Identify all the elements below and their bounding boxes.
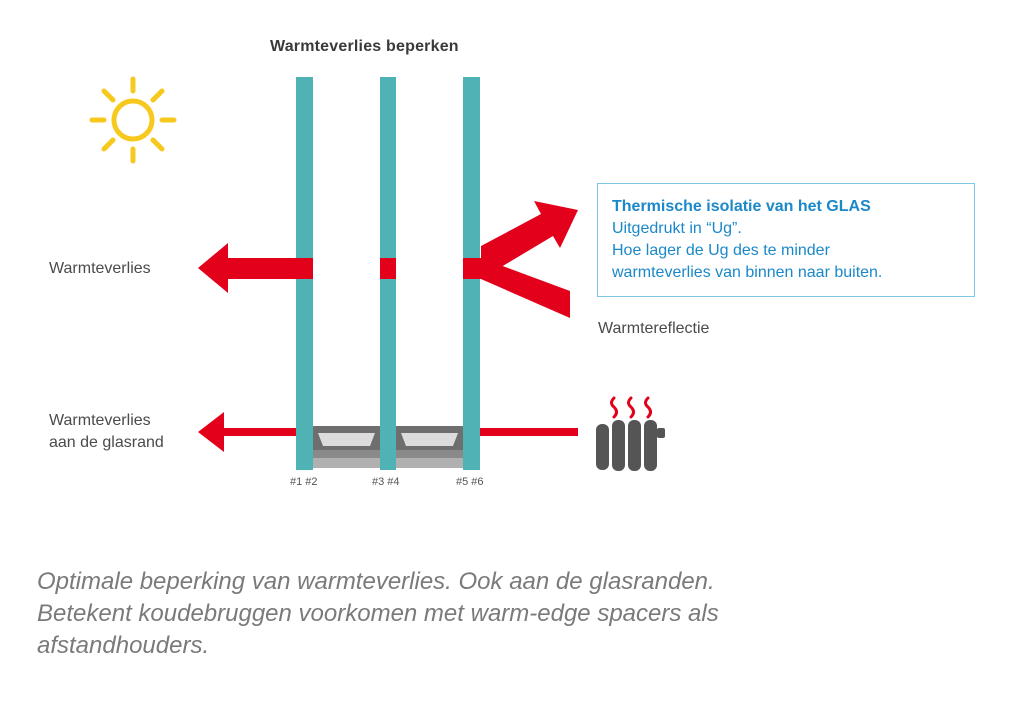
caption-line1: Optimale beperking van warmteverlies. Oo… (37, 568, 715, 595)
pane-label-5-6: #5 #6 (456, 476, 484, 488)
info-box-line1: Uitgedrukt in “Ug”. (612, 220, 742, 237)
thermal-insulation-info-box: Thermische isolatie van het GLAS Uitgedr… (597, 183, 975, 297)
edge-heat-loss-label: Warmteverlies aan de glasrand (49, 410, 164, 454)
diagram-title: Warmteverlies beperken (270, 38, 459, 55)
pane-label-1-2: #1 #2 (290, 476, 318, 488)
info-box-line2: Hoe lager de Ug des te minder (612, 242, 830, 259)
spacer-right (396, 426, 463, 468)
info-box-line3: warmteverlies van binnen naar buiten. (612, 264, 883, 281)
caption-line3: afstandhouders. (37, 632, 210, 659)
edge-heat-loss-label-line1: Warmteverlies (49, 412, 151, 429)
heat-loss-arrow (198, 243, 481, 293)
spacer-left (313, 426, 380, 468)
heat-waves-icon (610, 396, 652, 419)
heat-loss-label: Warmteverlies (49, 260, 151, 277)
radiator-icon (596, 420, 665, 471)
heat-reflection-label: Warmtereflectie (598, 320, 710, 337)
edge-heat-loss-label-line2: aan de glasrand (49, 434, 164, 451)
edge-heat-loss-arrow (198, 412, 578, 452)
pane-label-3-4: #3 #4 (372, 476, 400, 488)
glazing-diagram (89, 76, 665, 471)
caption: Optimale beperking van warmteverlies. Oo… (37, 566, 997, 662)
heat-reflection-arrow (481, 201, 578, 318)
caption-line2: Betekent koudebruggen voorkomen met warm… (37, 600, 719, 627)
sun-icon (89, 76, 177, 164)
info-box-heading: Thermische isolatie van het GLAS (612, 198, 871, 215)
